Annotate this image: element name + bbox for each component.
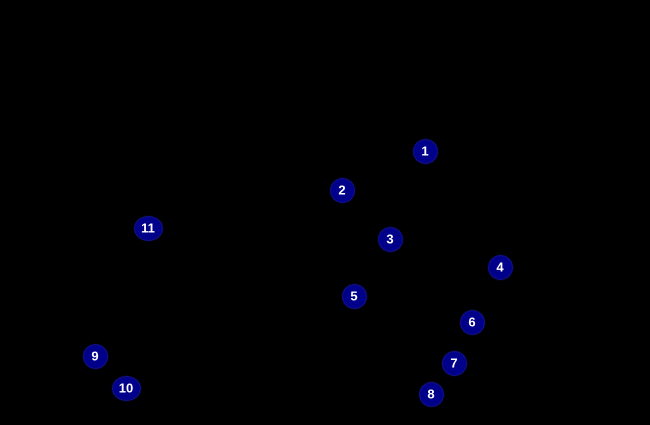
marker-label: 9 [91,348,99,363]
marker-label: 2 [338,182,346,197]
numbered-marker-2[interactable]: 2 [330,178,354,202]
marker-label: 11 [141,220,155,235]
marker-label: 4 [496,259,504,274]
marker-label: 8 [427,386,435,401]
numbered-marker-10[interactable]: 10 [112,376,140,400]
numbered-marker-7[interactable]: 7 [442,351,466,375]
marker-label: 1 [421,143,429,158]
numbered-marker-6[interactable]: 6 [460,310,484,334]
numbered-marker-8[interactable]: 8 [419,382,443,406]
numbered-marker-1[interactable]: 1 [413,139,437,163]
numbered-marker-4[interactable]: 4 [488,255,512,279]
marker-label: 6 [468,314,476,329]
marker-label: 10 [118,380,134,395]
marker-label: 5 [350,288,358,303]
numbered-marker-3[interactable]: 3 [378,227,402,251]
marker-label: 7 [450,355,458,370]
numbered-marker-11[interactable]: 11 [134,216,162,240]
numbered-marker-9[interactable]: 9 [83,344,107,368]
marker-label: 3 [386,231,394,246]
numbered-marker-5[interactable]: 5 [342,284,366,308]
